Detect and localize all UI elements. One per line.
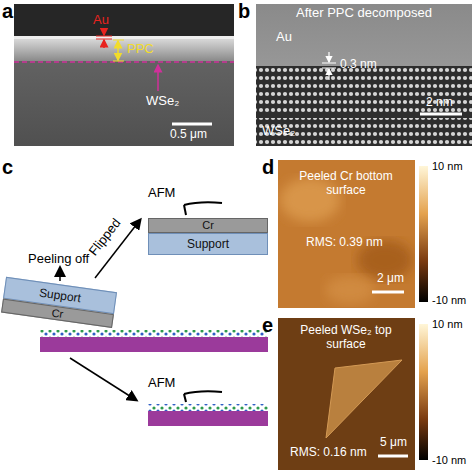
tem-image [256, 4, 472, 146]
tool-label: AFM [148, 186, 175, 201]
sem-image [14, 4, 234, 146]
step-label: Peeling off [28, 252, 89, 267]
colorbar-label: -10 nm [432, 294, 466, 307]
afm-image [278, 318, 415, 470]
panel-letter: e [262, 314, 273, 337]
step-label: Flipped [86, 216, 124, 259]
afm-image [278, 160, 415, 308]
panel-letter: a [2, 0, 13, 23]
color-bar [419, 324, 428, 460]
rms-value: RMS: 0.16 nm [290, 446, 367, 460]
layer-label: PPC [127, 42, 154, 57]
colorbar-label: 10 nm [432, 160, 463, 173]
image-title: Peeled Cr bottom surface [286, 170, 406, 198]
scale-label: 2 μm [377, 272, 404, 286]
layer-box: Cr [148, 218, 268, 233]
spacing-label: 0.3 nm [340, 58, 377, 72]
layer-box: Support [148, 233, 268, 255]
scale-label: 2 nm [426, 96, 453, 110]
panel-title: After PPC decomposed [256, 6, 472, 21]
layer-label: Au [93, 13, 109, 28]
layer-label: Cr [202, 220, 214, 231]
scale-bar [372, 291, 404, 294]
colorbar-label: -10 nm [432, 454, 466, 467]
image-title: Peeled WSe₂ top surface [286, 324, 406, 352]
layer-label: Au [276, 30, 292, 45]
panel-letter: b [238, 0, 250, 23]
panel-letter: c [2, 156, 13, 179]
layer-label: Support [38, 287, 81, 305]
layer-label: WSe₂ [262, 124, 295, 139]
tool-label: AFM [148, 376, 175, 391]
color-bar [419, 166, 428, 302]
colorbar-label: 10 nm [432, 318, 463, 331]
rms-value: RMS: 0.39 nm [306, 236, 383, 250]
scale-label: 5 μm [380, 436, 407, 450]
layer-label: Cr [51, 307, 64, 320]
scale-label: 0.5 μm [170, 128, 207, 142]
panel-letter: d [262, 156, 274, 179]
scale-bar [378, 455, 408, 458]
layer-label: Support [187, 238, 229, 250]
layer-label: WSe₂ [146, 94, 179, 109]
